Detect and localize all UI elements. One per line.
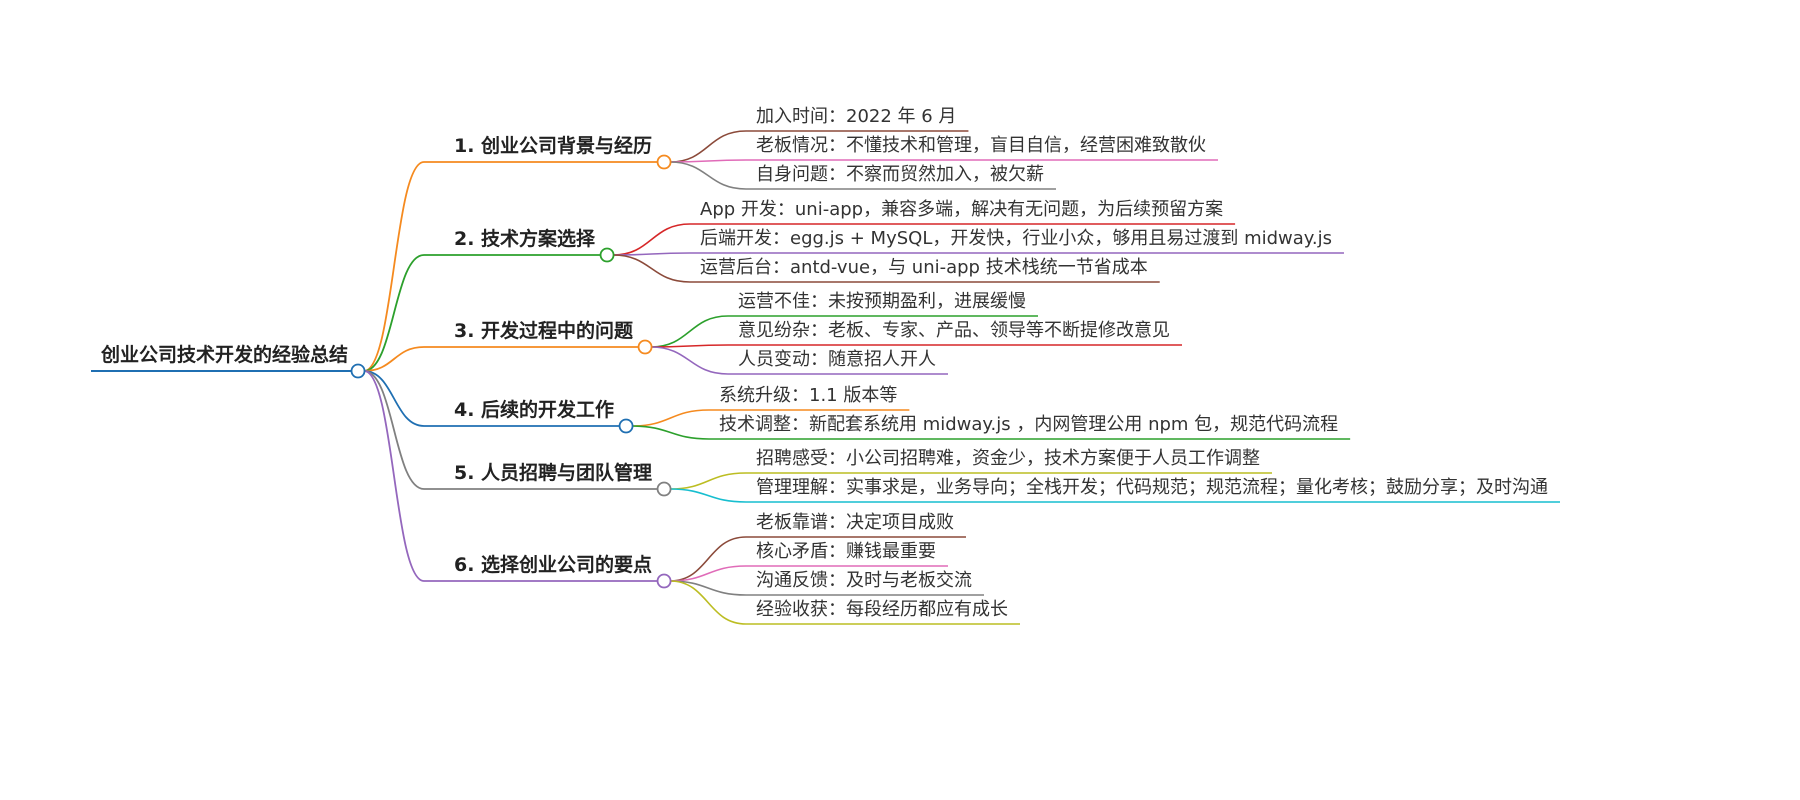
branch-3-to-leaf-3-connector xyxy=(651,346,729,375)
leaf-node-3-1[interactable]: 运营不佳：未按预期盈利，进展缓慢 xyxy=(738,291,1026,312)
leaf-node-4-1[interactable]: 系统升级：1.1 版本等 xyxy=(719,385,898,406)
branch-node-1[interactable]: 1. 创业公司背景与经历 xyxy=(454,135,653,157)
leaf-node-1-3[interactable]: 自身问题：不察而贸然加入，被欠薪 xyxy=(756,164,1044,185)
leaf-node-6-2[interactable]: 核心矛盾：赚钱最重要 xyxy=(756,541,936,562)
leaf-node-6-3[interactable]: 沟通反馈：及时与老板交流 xyxy=(756,570,972,591)
branch-3-junction-circle xyxy=(637,339,653,355)
root-to-branch-3-connector xyxy=(364,346,425,372)
root-to-branch-4-connector xyxy=(363,370,425,427)
root-junction-circle xyxy=(350,363,366,379)
root-node[interactable]: 创业公司技术开发的经验总结 xyxy=(101,344,349,366)
branch-node-6[interactable]: 6. 选择创业公司的要点 xyxy=(454,554,653,576)
branch-1-to-leaf-1-connector xyxy=(670,130,747,163)
branch-4-to-leaf-2-connector xyxy=(632,425,710,440)
branch-2-to-leaf-1-connector xyxy=(613,223,691,256)
leaf-node-3-2[interactable]: 意见纷杂：老板、专家、产品、领导等不断提修改意见 xyxy=(738,320,1170,341)
branch-node-4[interactable]: 4. 后续的开发工作 xyxy=(454,399,615,421)
branch-1-to-leaf-3-connector xyxy=(670,161,747,190)
branch-6-to-leaf-1-connector xyxy=(670,536,747,582)
branch-node-3[interactable]: 3. 开发过程中的问题 xyxy=(454,320,634,342)
root-to-branch-6-connector xyxy=(363,370,425,582)
leaf-node-1-1[interactable]: 加入时间：2022 年 6 月 xyxy=(756,106,957,127)
leaf-node-6-4[interactable]: 经验收获：每段经历都应有成长 xyxy=(756,599,1008,620)
branch-6-to-leaf-2-connector xyxy=(670,565,747,582)
root-to-branch-2-connector xyxy=(363,254,425,372)
branch-5-to-leaf-2-connector xyxy=(670,488,747,503)
root-to-branch-5-connector xyxy=(363,370,425,490)
branch-2-junction-circle xyxy=(599,247,615,263)
branch-node-2[interactable]: 2. 技术方案选择 xyxy=(454,228,596,250)
branch-5-junction-circle xyxy=(656,481,672,497)
branch-1-junction-circle xyxy=(656,154,672,170)
branch-6-junction-circle xyxy=(656,573,672,589)
leaf-node-3-3[interactable]: 人员变动：随意招人开人 xyxy=(738,349,936,370)
leaf-node-2-1[interactable]: App 开发：uni-app，兼容多端，解决有无问题，为后续预留方案 xyxy=(700,199,1224,220)
branch-4-to-leaf-1-connector xyxy=(632,409,710,427)
leaf-node-5-2[interactable]: 管理理解：实事求是，业务导向；全栈开发；代码规范；规范流程；量化考核；鼓励分享；… xyxy=(756,477,1548,498)
branch-4-junction-circle xyxy=(618,418,634,434)
leaf-node-4-2[interactable]: 技术调整：新配套系统用 midway.js ，内网管理公用 npm 包，规范代码… xyxy=(719,414,1339,435)
branch-node-5[interactable]: 5. 人员招聘与团队管理 xyxy=(454,462,653,484)
branch-5-to-leaf-1-connector xyxy=(670,472,747,490)
leaf-node-1-2[interactable]: 老板情况：不懂技术和管理，盲目自信，经营困难致散伙 xyxy=(756,135,1206,156)
leaf-node-6-1[interactable]: 老板靠谱：决定项目成败 xyxy=(756,512,954,533)
branch-6-to-leaf-3-connector xyxy=(670,580,747,596)
branch-2-to-leaf-3-connector xyxy=(613,254,691,283)
root-to-branch-1-connector xyxy=(363,161,425,372)
branch-3-to-leaf-1-connector xyxy=(651,315,729,348)
leaf-node-2-2[interactable]: 后端开发：egg.js + MySQL，开发快，行业小众，够用且易过渡到 mid… xyxy=(700,228,1332,249)
leaf-node-5-1[interactable]: 招聘感受：小公司招聘难，资金少，技术方案便于人员工作调整 xyxy=(756,448,1260,469)
leaf-node-2-3[interactable]: 运营后台：antd-vue，与 uni-app 技术栈统一节省成本 xyxy=(700,257,1148,278)
branch-6-to-leaf-4-connector xyxy=(670,580,747,625)
